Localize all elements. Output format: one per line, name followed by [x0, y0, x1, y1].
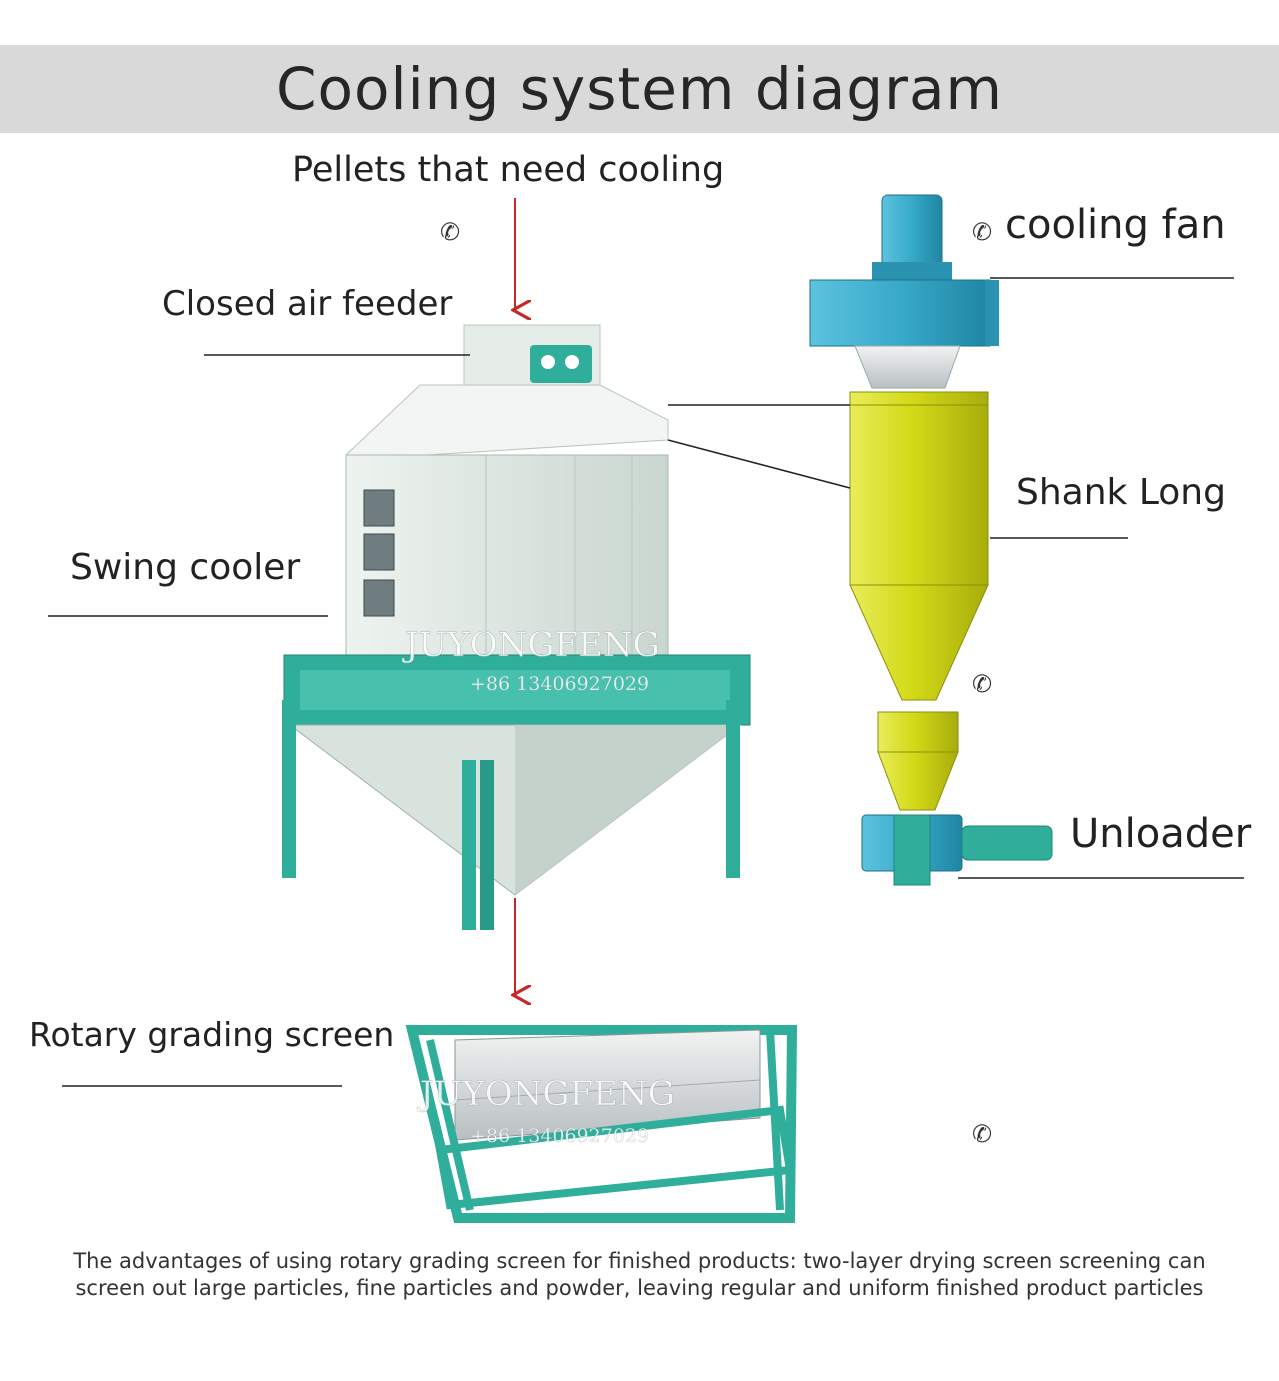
- watermark: JUYONGFENG +86 13406927029 JUYONGFENG +8…: [402, 625, 675, 1147]
- cyclone-machine: [809, 194, 1053, 886]
- watermark-brand: JUYONGFENG: [417, 1074, 675, 1114]
- caption-line-2: screen out large particles, fine particl…: [75, 1276, 1204, 1300]
- caption-line-1: The advantages of using rotary grading s…: [73, 1249, 1206, 1273]
- advantages-caption: The advantages of using rotary grading s…: [20, 1248, 1259, 1302]
- label-closed-air-feeder: Closed air feeder: [162, 284, 453, 324]
- rotary-screen-machine: [405, 1025, 798, 1223]
- phone-icon: ✆: [972, 1120, 992, 1148]
- leader-lines: [48, 277, 1244, 1087]
- phone-icon: ✆: [972, 218, 992, 246]
- watermark-phone: +86 13406927029: [470, 673, 649, 695]
- watermark-phone: +86 13406927029: [470, 1125, 649, 1147]
- label-pellets: Pellets that need cooling: [292, 150, 725, 190]
- label-swing-cooler: Swing cooler: [70, 547, 301, 588]
- swing-cooler-machine: [282, 324, 751, 930]
- title-band: [0, 45, 1279, 133]
- phone-icons: ✆ ✆ ✆ ✆: [440, 218, 992, 1148]
- watermark-brand: JUYONGFENG: [402, 625, 660, 665]
- phone-icon: ✆: [972, 670, 992, 698]
- phone-icon: ✆: [440, 218, 460, 246]
- label-unloader: Unloader: [1070, 811, 1252, 857]
- label-cooling-fan: cooling fan: [1005, 202, 1226, 248]
- label-rotary-screen: Rotary grading screen: [29, 1015, 395, 1054]
- label-shank-long: Shank Long: [1016, 472, 1226, 513]
- diagram-title: Cooling system diagram: [275, 55, 1003, 123]
